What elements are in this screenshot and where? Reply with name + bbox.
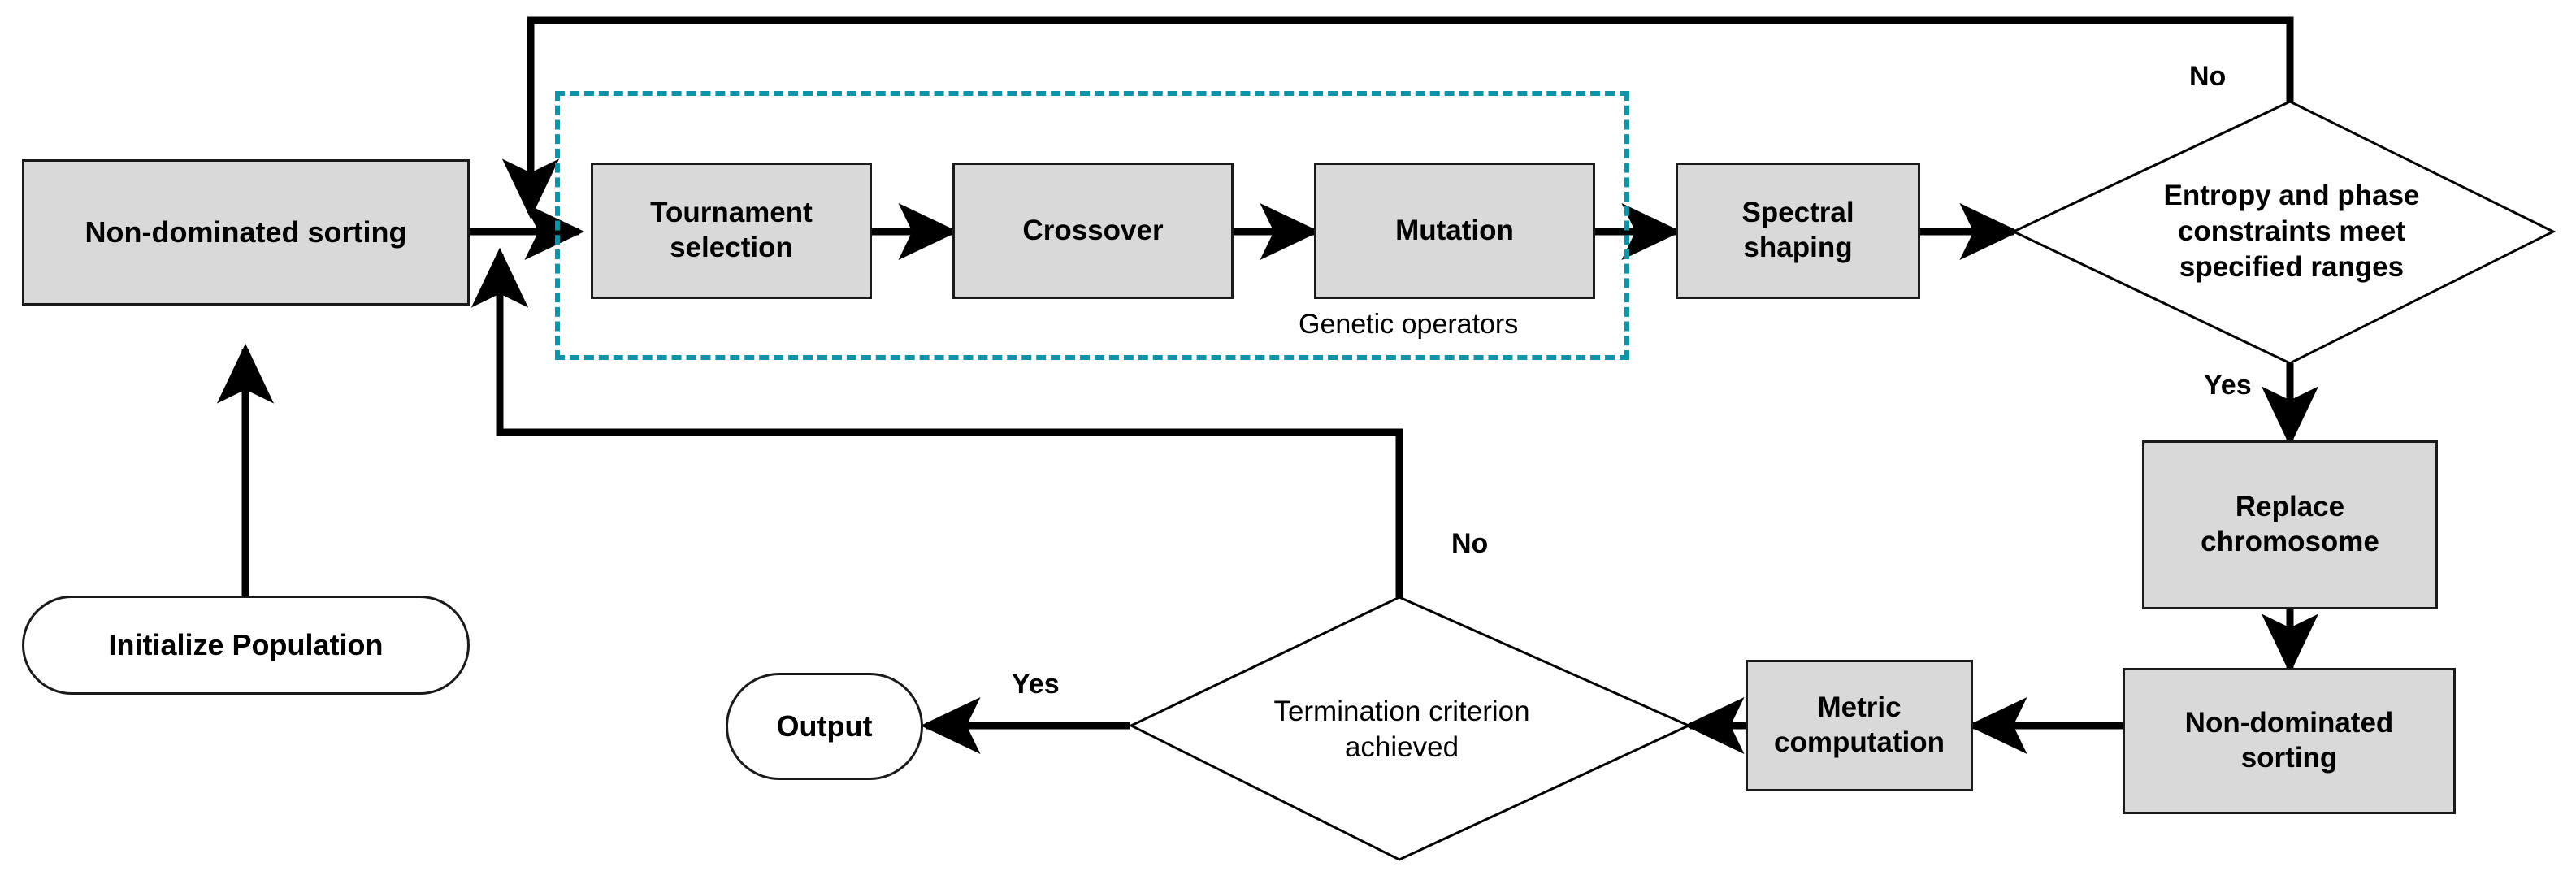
node-metric-computation[interactable]: Metric computation bbox=[1746, 660, 1973, 791]
node-initialize-population[interactable]: Initialize Population bbox=[22, 596, 470, 695]
node-label: Initialize Population bbox=[108, 628, 384, 662]
node-label-line1: Non-dominated bbox=[2184, 707, 2394, 739]
node-label-line2: shaping bbox=[1743, 232, 1853, 263]
node-replace-chromosome[interactable]: Replace chromosome bbox=[2142, 440, 2438, 609]
node-label-line1: Metric bbox=[1817, 691, 1902, 724]
edge-label-entropy-yes: Yes bbox=[2204, 370, 2252, 401]
node-crossover[interactable]: Crossover bbox=[952, 163, 1234, 299]
node-label: Output bbox=[776, 709, 873, 743]
edge-termination-no-feedback bbox=[471, 247, 1403, 597]
node-mutation[interactable]: Mutation bbox=[1314, 163, 1595, 299]
node-tournament-selection[interactable]: Tournament selection bbox=[591, 163, 872, 299]
node-label-line2: sorting bbox=[2240, 742, 2338, 774]
node-label-line1: Tournament bbox=[650, 197, 813, 229]
entropy-decision-diamond bbox=[2010, 100, 2556, 365]
node-non-dominated-sorting-bottom[interactable]: Non-dominated sorting bbox=[2123, 668, 2456, 814]
edge-label-termination-yes: Yes bbox=[1012, 669, 1060, 700]
node-label: Non-dominated sorting bbox=[85, 215, 407, 249]
edge-entropy-no-feedback bbox=[501, 16, 2294, 219]
node-non-dominated-sorting-top[interactable]: Non-dominated sorting bbox=[22, 159, 470, 306]
termination-decision-diamond bbox=[1128, 596, 1692, 861]
node-output[interactable]: Output bbox=[726, 673, 923, 780]
node-label: Mutation bbox=[1395, 214, 1514, 246]
edge-label-entropy-no: No bbox=[2189, 61, 2227, 92]
node-label-line1: Replace bbox=[2235, 491, 2345, 523]
node-label-line2: computation bbox=[1774, 726, 1945, 758]
edge-label-termination-no: No bbox=[1451, 528, 1489, 559]
node-label: Crossover bbox=[1022, 214, 1164, 246]
genetic-operators-group bbox=[555, 91, 1629, 360]
node-spectral-shaping[interactable]: Spectral shaping bbox=[1676, 163, 1920, 299]
node-label-line1: Spectral bbox=[1741, 197, 1854, 229]
node-label-line2: selection bbox=[670, 232, 793, 263]
node-label-line2: chromosome bbox=[2201, 526, 2379, 557]
genetic-operators-caption: Genetic operators bbox=[1299, 309, 1519, 340]
